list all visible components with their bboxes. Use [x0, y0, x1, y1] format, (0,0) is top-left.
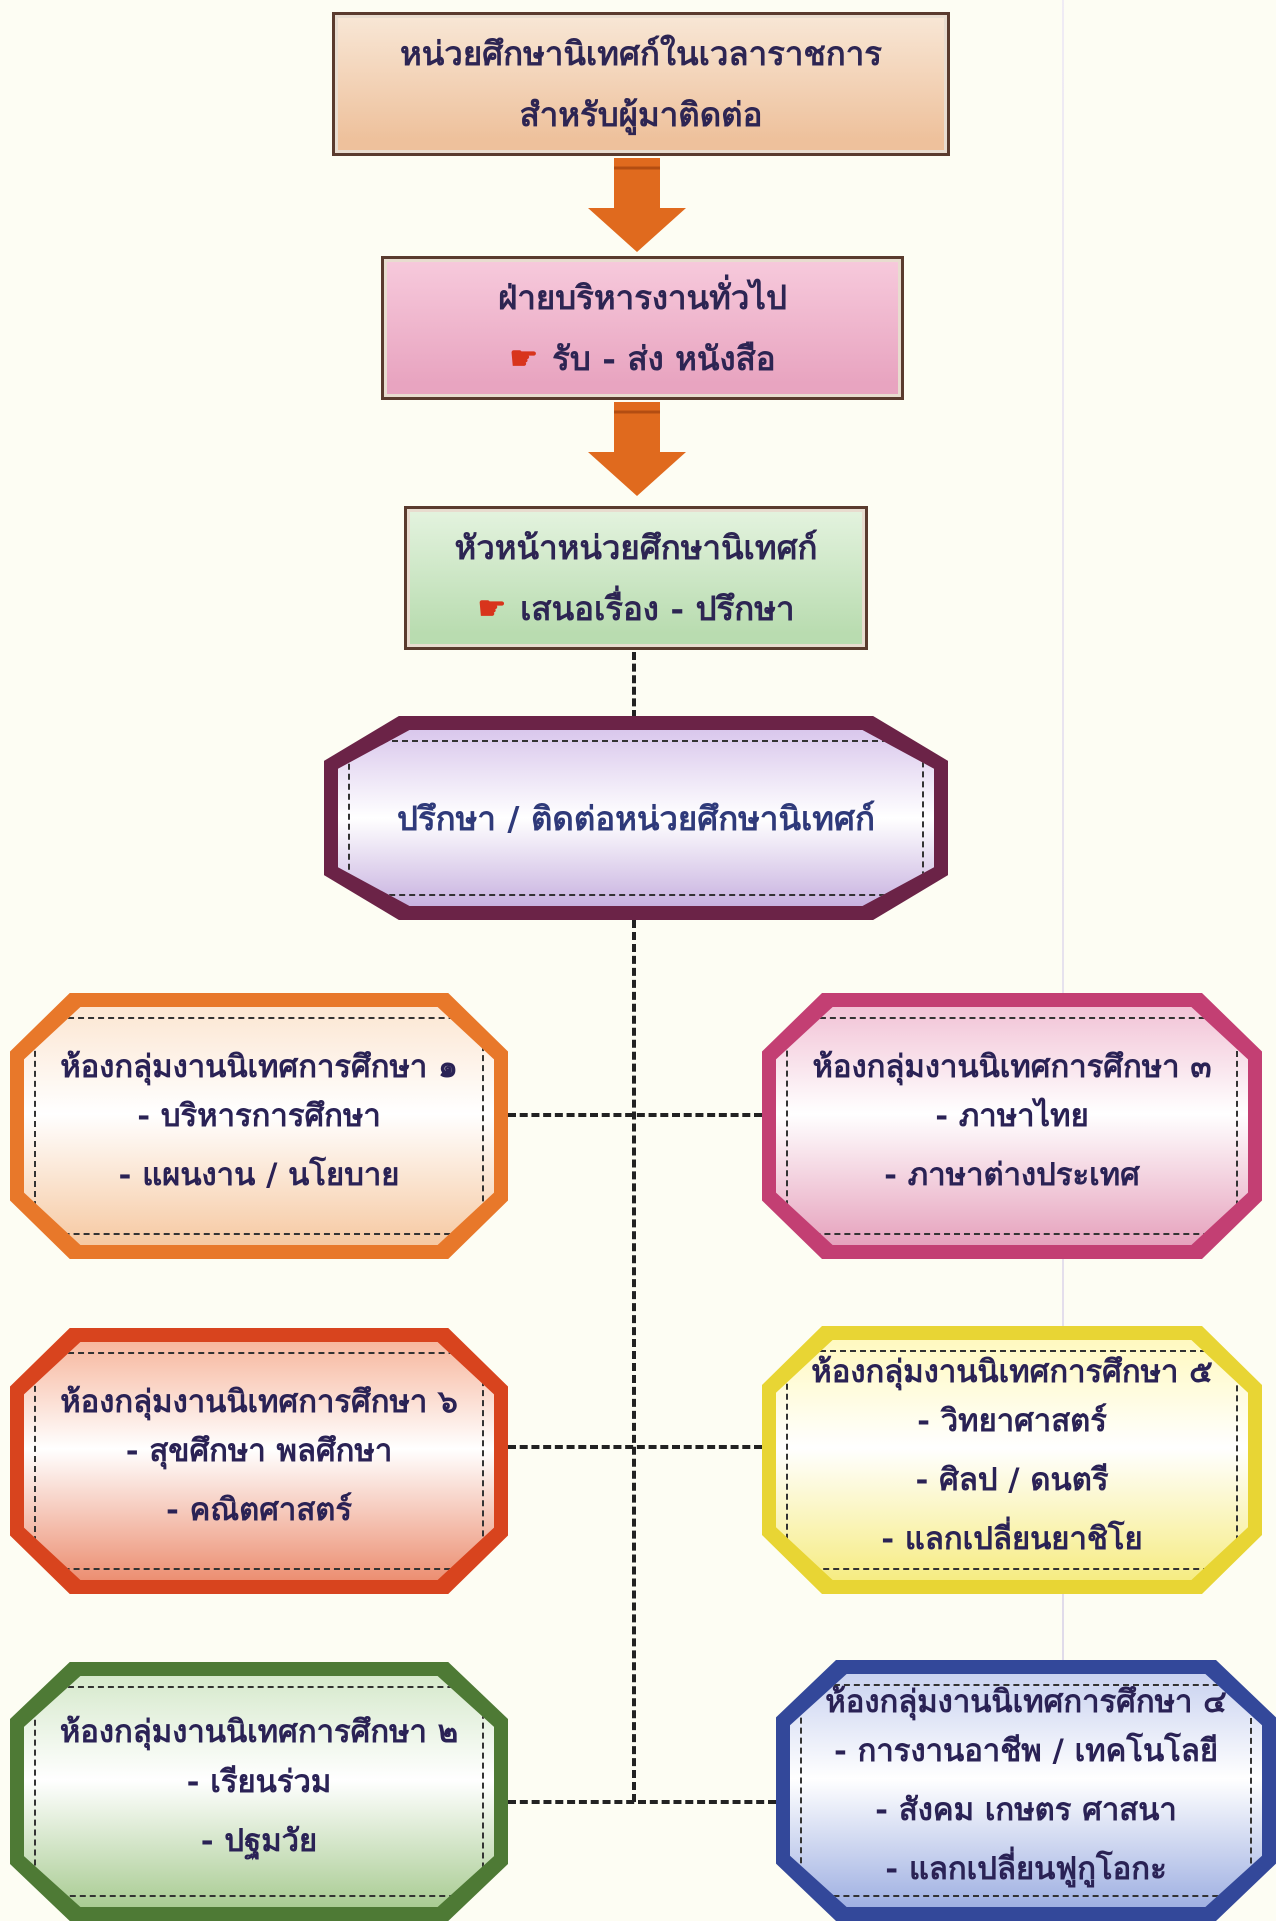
- group-6-box: ห้องกลุ่มงานนิเทศการศึกษา ๖ - สุขศึกษา พ…: [10, 1328, 508, 1594]
- pointing-hand-icon: ☛: [509, 338, 539, 377]
- down-arrow-icon: [588, 402, 686, 496]
- connector-line: [508, 1113, 762, 1117]
- group-item: - สุขศึกษา พลศึกษา: [125, 1433, 393, 1470]
- group-item: - ภาษาต่างประเทศ: [884, 1157, 1140, 1194]
- visitor-unit-title: หน่วยศึกษานิเทศก์ในเวลาราชการ: [399, 33, 883, 73]
- consult-box: ปรึกษา / ติดต่อหน่วยศึกษานิเทศก์: [324, 716, 948, 920]
- group-title: ห้องกลุ่มงานนิเทศการศึกษา ๖: [60, 1383, 458, 1420]
- group-item: - การงานอาชีพ / เทคโนโลยี: [833, 1733, 1219, 1770]
- group-item: - สังคม เกษตร ศาสนา: [875, 1792, 1177, 1829]
- consult-label: ปรึกษา / ติดต่อหน่วยศึกษานิเทศก์: [397, 798, 875, 838]
- page-edge-line: [1062, 0, 1064, 1921]
- connector-line: [632, 920, 636, 1802]
- group-item: - วิทยาศาสตร์: [917, 1402, 1107, 1439]
- connector-line: [632, 652, 636, 718]
- group-title: ห้องกลุ่มงานนิเทศการศึกษา ๓: [812, 1048, 1212, 1085]
- group-item: - ภาษาไทย: [935, 1098, 1089, 1135]
- group-3-box: ห้องกลุ่มงานนิเทศการศึกษา ๓ - ภาษาไทย - …: [762, 993, 1262, 1259]
- group-item: - แลกเปลี่ยนยาชิโย: [881, 1520, 1143, 1557]
- group-5-box: ห้องกลุ่มงานนิเทศการศึกษา ๕ - วิทยาศาสตร…: [762, 1326, 1262, 1594]
- group-item: - แลกเปลี่ยนฟูกูโอกะ: [885, 1851, 1167, 1888]
- group-item: - แผนงาน / นโยบาย: [118, 1157, 400, 1194]
- group-item: - บริหารการศึกษา: [137, 1098, 381, 1135]
- pointing-hand-icon: ☛: [477, 588, 507, 627]
- visitor-unit-subtitle: สำหรับผู้มาติดต่อ: [519, 95, 763, 134]
- head-line-2: ☛ เสนอเรื่อง - ปรึกษา: [477, 578, 794, 639]
- head-title: หัวหน้าหน่วยศึกษานิเทศก์: [454, 527, 818, 567]
- admin-task: รับ - ส่ง หนังสือ: [552, 339, 776, 378]
- group-item: - คณิตศาสตร์: [165, 1492, 353, 1529]
- group-item: - ปฐมวัย: [200, 1822, 318, 1859]
- group-1-box: ห้องกลุ่มงานนิเทศการศึกษา ๑ - บริหารการศ…: [10, 993, 508, 1259]
- group-item: - เรียนร่วม: [186, 1763, 332, 1800]
- group-title: ห้องกลุ่มงานนิเทศการศึกษา ๑: [60, 1048, 458, 1085]
- group-4-box: ห้องกลุ่มงานนิเทศการศึกษา ๔ - การงานอาชี…: [776, 1660, 1276, 1921]
- connector-line: [508, 1800, 776, 1804]
- group-title: ห้องกลุ่มงานนิเทศการศึกษา ๕: [811, 1353, 1213, 1390]
- connector-line: [508, 1445, 762, 1449]
- head-task: เสนอเรื่อง - ปรึกษา: [520, 589, 795, 628]
- down-arrow-icon: [588, 158, 686, 252]
- group-item: - ศิลป / ดนตรี: [915, 1461, 1109, 1498]
- group-title: ห้องกลุ่มงานนิเทศการศึกษา ๒: [59, 1714, 459, 1751]
- admin-box: ฝ่ายบริหารงานทั่วไป ☛ รับ - ส่ง หนังสือ: [381, 256, 904, 400]
- admin-line-2: ☛ รับ - ส่ง หนังสือ: [509, 328, 775, 389]
- head-box: หัวหน้าหน่วยศึกษานิเทศก์ ☛ เสนอเรื่อง - …: [404, 506, 868, 650]
- admin-title: ฝ่ายบริหารงานทั่วไป: [498, 277, 787, 317]
- group-2-box: ห้องกลุ่มงานนิเทศการศึกษา ๒ - เรียนร่วม …: [10, 1662, 508, 1921]
- visitor-unit-box: หน่วยศึกษานิเทศก์ในเวลาราชการ สำหรับผู้ม…: [332, 12, 950, 156]
- group-title: ห้องกลุ่มงานนิเทศการศึกษา ๔: [825, 1684, 1227, 1721]
